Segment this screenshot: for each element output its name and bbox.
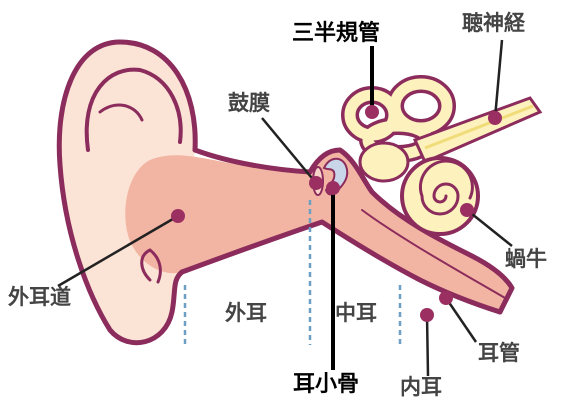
label-eardrum: 鼓膜 [228,91,270,115]
label-ear-canal: 外耳道 [8,285,71,309]
leader-cochlea [467,210,512,246]
dot-ear-canal [171,209,185,223]
dot-inner-ear [420,308,434,322]
label-eustachian-tube: 耳管 [478,341,520,365]
label-ossicles: 耳小骨 [293,372,359,397]
dot-auditory-nerve [488,111,502,125]
label-outer-ear: 外耳 [225,301,267,325]
label-inner-ear: 内耳 [400,375,442,399]
label-cochlea: 蝸牛 [505,247,547,271]
dot-eardrum [309,176,323,190]
vestibule-shape [360,143,408,181]
leader-auditory-nerve [495,40,502,118]
dot-eustachian [439,291,453,305]
dot-cochlea [460,203,474,217]
dot-ossicles [326,181,340,195]
dot-semicircular [365,105,379,119]
label-middle-ear: 中耳 [335,301,377,325]
label-semicircular-canals: 三半規管 [292,20,380,46]
label-auditory-nerve: 聴神経 [462,11,526,35]
leader-inner-ear [427,315,428,376]
